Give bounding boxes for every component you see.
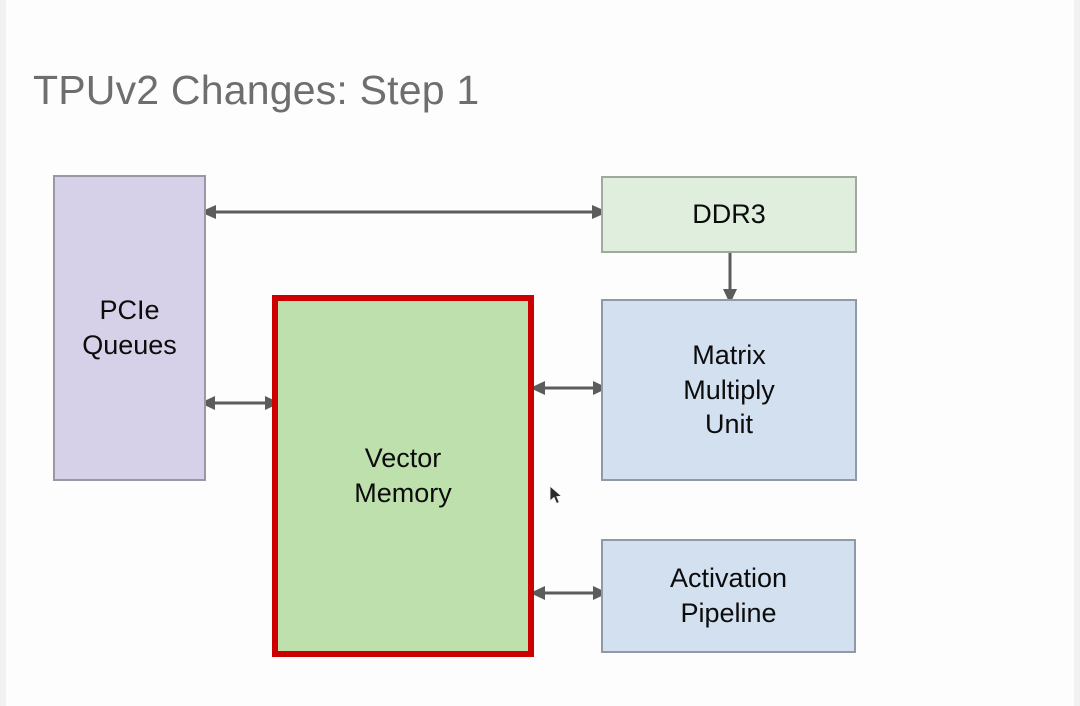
connector-vector-memory-to-matrix-multiply-unit: [530, 374, 608, 402]
connector-vector-memory-to-activation-pipeline: [530, 579, 608, 607]
block-ddr3[interactable]: DDR3: [601, 176, 857, 253]
block-ddr3-label: DDR3: [692, 199, 766, 230]
connector-ddr3-to-matrix-multiply-unit: [716, 248, 744, 304]
mouse-pointer-icon: [549, 485, 565, 507]
block-activation-pipeline[interactable]: Activation Pipeline: [601, 539, 856, 653]
capture-edge-band-left: [0, 0, 6, 706]
block-matrix-multiply-unit-label: Matrix Multiply Unit: [683, 340, 775, 440]
connector-pcie-queues-to-vector-memory: [200, 389, 280, 417]
block-matrix-multiply-unit[interactable]: Matrix Multiply Unit: [601, 299, 857, 481]
block-pcie-queues-label: PCIe Queues: [82, 295, 177, 360]
capture-edge-band-right: [1074, 0, 1080, 706]
block-vector-memory-label: Vector Memory: [354, 443, 452, 508]
page-title: TPUv2 Changes: Step 1: [33, 67, 480, 113]
connector-pcie-queues-to-ddr3: [200, 198, 608, 226]
block-activation-pipeline-label: Activation Pipeline: [669, 563, 788, 628]
block-pcie-queues[interactable]: PCIe Queues: [53, 175, 206, 481]
block-vector-memory[interactable]: Vector Memory: [272, 295, 534, 657]
